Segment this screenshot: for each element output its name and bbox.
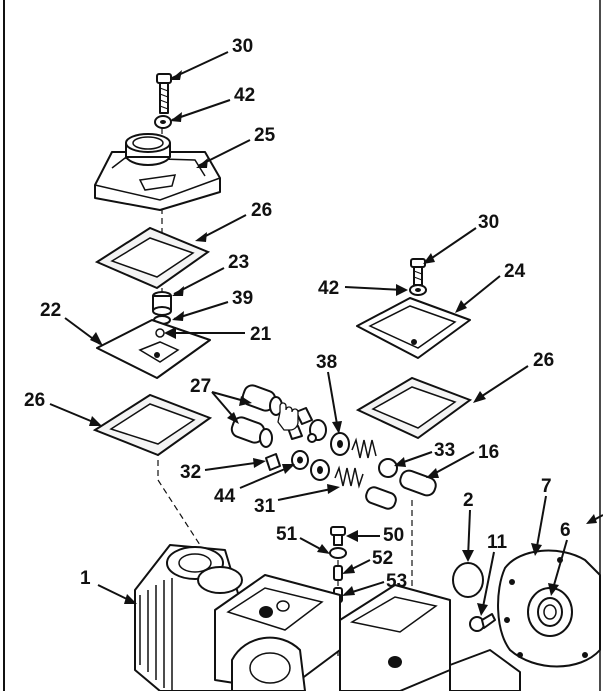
callout-2: 2 [463, 490, 474, 511]
gasket-part-26-upper-left [94, 226, 211, 290]
callout-42-left: 42 [234, 85, 255, 106]
callout-53: 53 [386, 571, 407, 592]
callout-22: 22 [40, 300, 61, 321]
callout-44: 44 [214, 486, 236, 507]
screw-part-11 [469, 613, 496, 632]
callout-50: 50 [383, 525, 404, 546]
callout-24: 24 [504, 261, 526, 282]
gasket-part-26-right [355, 376, 473, 440]
callout-21: 21 [250, 324, 272, 345]
cap-part-31 [310, 459, 330, 481]
clip-part-32 [265, 453, 281, 471]
leader-arrows [49, 51, 603, 616]
callout-39: 39 [232, 288, 253, 309]
tube-part-16 [399, 469, 437, 497]
spring-part-31 [334, 465, 364, 489]
callout-52: 52 [372, 548, 393, 569]
callout-26-right: 26 [533, 350, 554, 371]
piston-part-27-lower [230, 416, 273, 448]
seal-part-6 [527, 587, 573, 637]
callout-42-right: 42 [318, 278, 339, 299]
small-parts-cluster [287, 407, 317, 443]
callout-38: 38 [316, 352, 337, 373]
assembly-axis-left-diag [157, 479, 201, 546]
washer-part-42-left [154, 115, 172, 129]
callout-16: 16 [478, 442, 499, 463]
callout-6: 6 [560, 520, 571, 541]
bolt-part-30-right [410, 258, 426, 286]
cover-part-24 [356, 297, 471, 359]
cover-part-25 [94, 133, 221, 211]
callout-27: 27 [190, 376, 211, 397]
cylinder-block-part-1 [134, 544, 521, 691]
callout-30-right: 30 [478, 212, 499, 233]
plate-part-22 [96, 319, 211, 379]
spacer-part-33 [378, 458, 398, 478]
callout-26-upper: 26 [251, 200, 272, 221]
piston-part-27-upper [241, 384, 283, 416]
spring-part-38 [351, 437, 377, 459]
washer-part-42-right [409, 284, 427, 296]
plug-part-2 [452, 562, 484, 598]
callout-51: 51 [276, 524, 298, 545]
callout-11: 11 [487, 532, 508, 553]
callout-26-lower-left: 26 [24, 390, 45, 411]
pin-part-52 [333, 565, 343, 581]
washer-part-51 [329, 547, 347, 559]
callout-labels: 30 42 25 26 23 39 22 21 27 26 32 44 31 3… [24, 36, 571, 592]
bolt-part-30-left [156, 73, 172, 114]
sleeve-part-16-left [365, 486, 397, 510]
bolt-part-50 [330, 526, 346, 546]
callout-30-left: 30 [232, 36, 253, 57]
ring-part-44 [291, 450, 309, 470]
hand-cursor-icon [277, 402, 299, 431]
callout-32: 32 [180, 462, 201, 483]
callout-25: 25 [254, 125, 276, 146]
gasket-part-26-lower-left [92, 393, 213, 457]
plug-part-23 [152, 291, 172, 316]
callout-23: 23 [228, 252, 249, 273]
callout-7: 7 [541, 476, 552, 497]
callout-31: 31 [254, 496, 276, 517]
callout-1: 1 [80, 568, 91, 589]
callout-33: 33 [434, 440, 455, 461]
